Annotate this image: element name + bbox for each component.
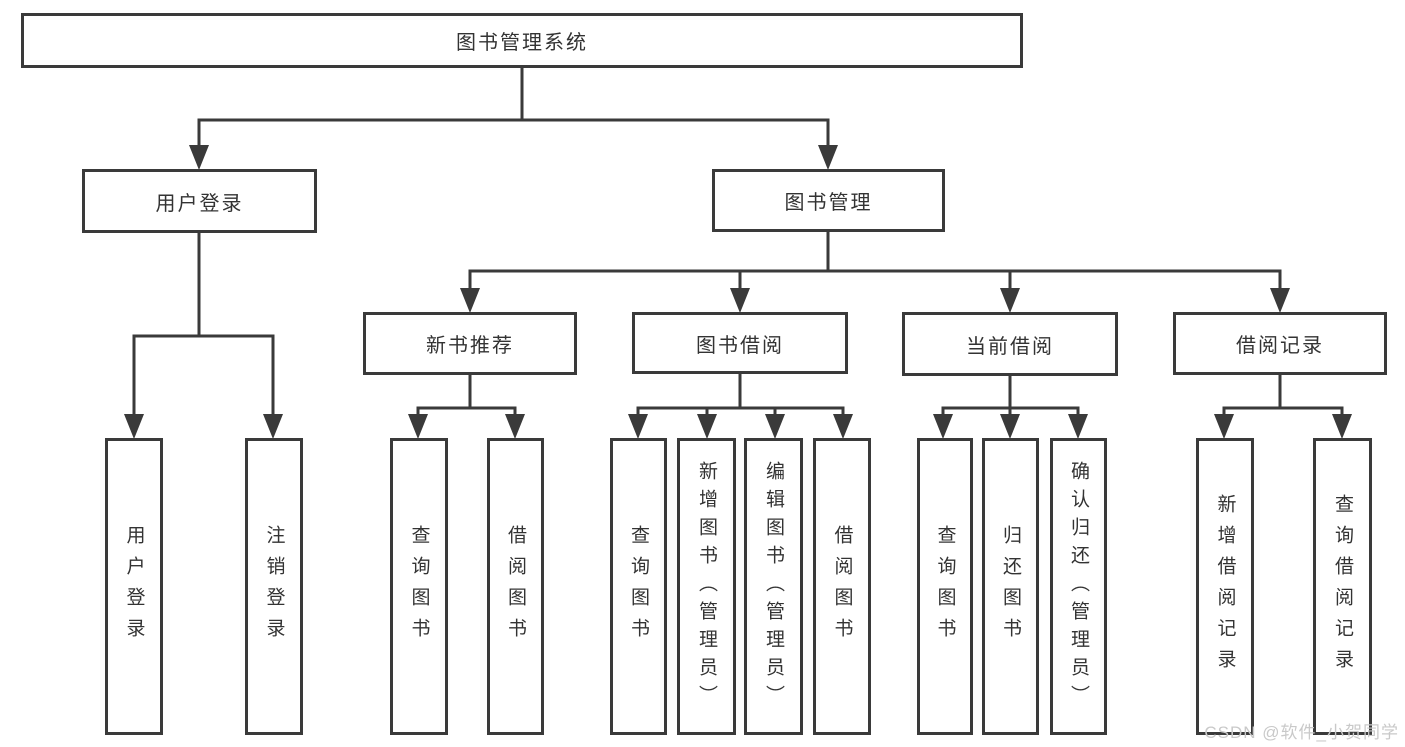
leaf-borrow-books-recommendation: 借阅图书: [487, 438, 544, 735]
node-book-borrowing: 图书借阅: [632, 312, 848, 374]
leaf-query-books-borrowing: 查询图书: [610, 438, 667, 735]
arrowheads: [124, 145, 1352, 439]
leaf-borrow-books-borrowing: 借阅图书: [813, 438, 871, 735]
leaf-query-borrow-record: 查询借阅记录: [1313, 438, 1372, 735]
leaf-confirm-return-admin: 确认归还（管理员）: [1050, 438, 1107, 735]
leaf-add-borrow-record: 新增借阅记录: [1196, 438, 1254, 735]
node-book-management: 图书管理: [712, 169, 945, 232]
leaf-logout: 注销登录: [245, 438, 303, 735]
node-library-management-system: 图书管理系统: [21, 13, 1023, 68]
leaf-query-books-current: 查询图书: [917, 438, 973, 735]
leaf-user-login: 用户登录: [105, 438, 163, 735]
leaf-edit-book-admin: 编辑图书（管理员）: [744, 438, 803, 735]
node-borrowing-records: 借阅记录: [1173, 312, 1387, 375]
leaf-return-book: 归还图书: [982, 438, 1039, 735]
node-current-borrowing: 当前借阅: [902, 312, 1118, 376]
node-user-login: 用户登录: [82, 169, 317, 233]
node-new-book-recommendation: 新书推荐: [363, 312, 577, 375]
leaf-add-book-admin: 新增图书（管理员）: [677, 438, 736, 735]
csdn-watermark: CSDN @软件_小贺同学: [1204, 723, 1399, 742]
leaf-query-books-recommendation: 查询图书: [390, 438, 448, 735]
